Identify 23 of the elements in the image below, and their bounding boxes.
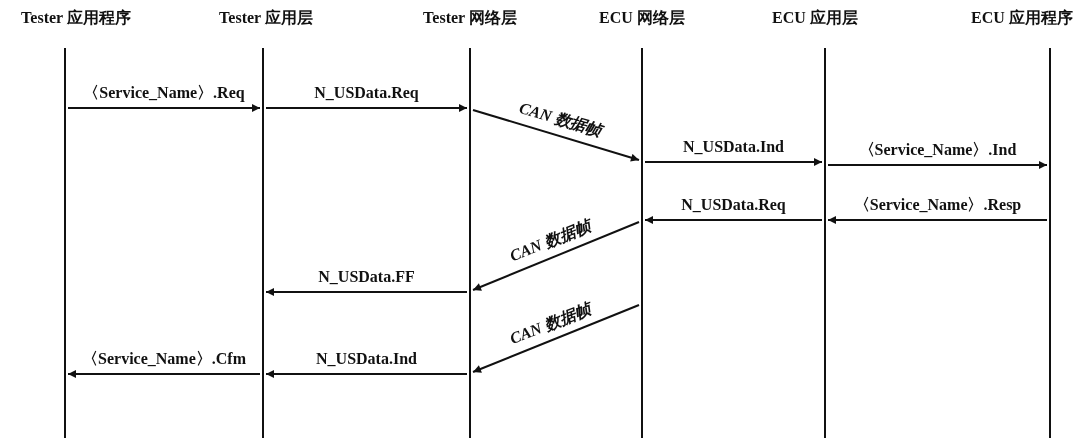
lifeline-header: Tester 应用层 (219, 8, 313, 29)
lifeline-header: Tester 应用程序 (21, 8, 131, 29)
message-arrow (644, 158, 823, 166)
edge-label: N_USData.FF (316, 268, 417, 286)
message-arrow (265, 288, 468, 296)
message-arrow (67, 104, 261, 112)
message-arrow (644, 216, 823, 224)
edge-label: N_USData.Ind (314, 350, 419, 368)
edge-label: N_USData.Req (679, 196, 788, 214)
message-arrow (827, 216, 1048, 224)
lifeline-header: ECU 应用程序 (971, 8, 1073, 29)
message-arrow (67, 370, 261, 378)
message-arrow (472, 109, 640, 162)
message-arrow (472, 221, 640, 291)
message-arrow (827, 161, 1048, 169)
edge-label: N_USData.Req (312, 84, 421, 102)
message-arrow (265, 370, 468, 378)
edge-label: N_USData.Ind (681, 138, 786, 156)
lifeline-header: Tester 网络层 (423, 8, 517, 29)
message-arrow (472, 304, 640, 373)
lifeline-header: ECU 应用层 (772, 8, 858, 29)
lifeline-header: ECU 网络层 (599, 8, 685, 29)
message-arrow (265, 104, 468, 112)
